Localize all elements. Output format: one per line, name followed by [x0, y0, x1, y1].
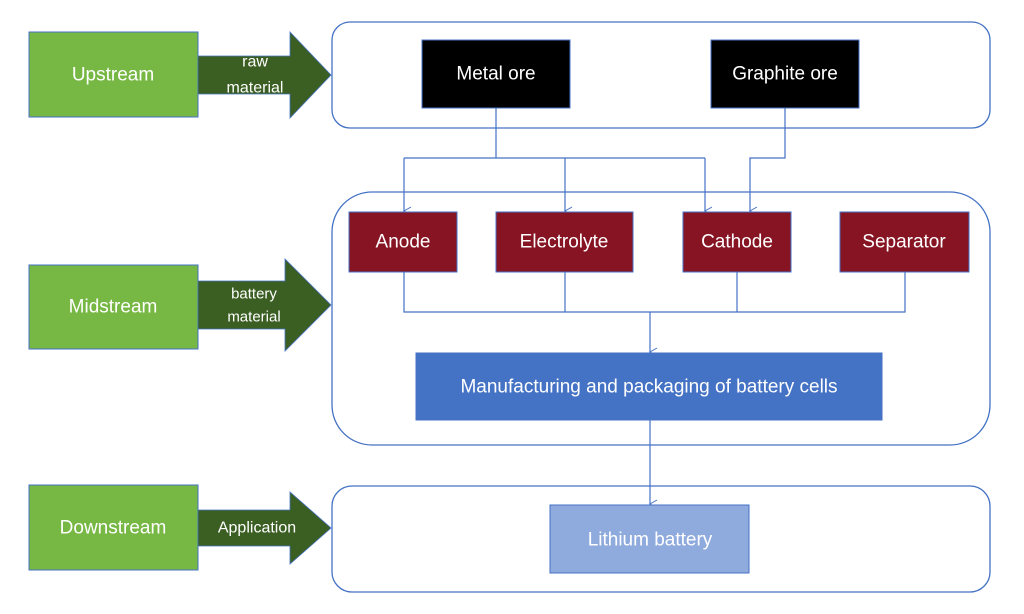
node-label: Anode	[376, 232, 431, 253]
stage-label: Downstream	[60, 518, 167, 539]
node-label: Manufacturing and packaging of battery c…	[460, 377, 837, 398]
arrow-label: material	[227, 309, 280, 326]
stage-label: Upstream	[72, 65, 154, 86]
node-label: Graphite ore	[732, 64, 838, 85]
node-label: Electrolyte	[520, 232, 609, 253]
node-metal-ore: Metal ore	[421, 39, 571, 109]
arrow-label: material	[227, 80, 284, 97]
node-label: Lithium battery	[588, 530, 713, 551]
stage-downstream: Downstream	[28, 484, 199, 571]
node-electrolyte: Electrolyte	[495, 211, 634, 273]
node-graphite-ore: Graphite ore	[710, 39, 860, 109]
node-separator: Separator	[839, 211, 970, 273]
stage-midstream: Midstream	[28, 264, 199, 350]
node-manufacturing: Manufacturing and packaging of battery c…	[415, 352, 883, 421]
node-cathode: Cathode	[682, 211, 792, 273]
arrow-raw-material: raw material	[197, 31, 332, 119]
arrow-label: raw	[242, 54, 268, 71]
connectors	[402, 108, 906, 509]
node-label: Cathode	[701, 232, 773, 253]
stage-upstream: Upstream	[28, 31, 199, 118]
arrow-label: battery	[231, 286, 277, 303]
arrow-battery-material: battery material	[197, 258, 332, 352]
stage-label: Midstream	[69, 297, 158, 318]
node-label: Metal ore	[456, 64, 535, 85]
node-label: Separator	[862, 232, 946, 253]
arrow-application: Application	[197, 491, 332, 565]
node-anode: Anode	[348, 211, 458, 273]
arrow-label: Application	[218, 520, 296, 537]
node-lithium-battery: Lithium battery	[549, 504, 750, 574]
